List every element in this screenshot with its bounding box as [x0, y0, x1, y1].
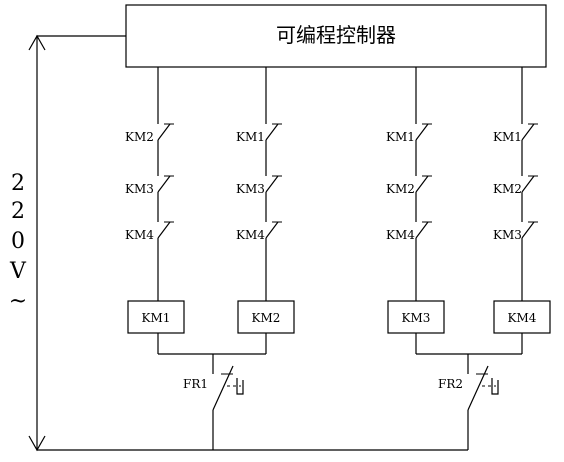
up-arrow-icon — [28, 34, 46, 51]
contact-1-1: KM2 — [125, 67, 174, 144]
contact-4-2: KM2 — [493, 140, 538, 196]
contact-4-1: KM1 — [493, 67, 538, 144]
relay-1: FR1 — [158, 353, 266, 450]
supply-char-2: 2 — [11, 199, 25, 224]
relay-2: FR2 — [416, 353, 522, 450]
contact-blade — [157, 123, 171, 141]
contact-2-3: KM4 — [236, 192, 282, 242]
overload-contact-blade — [467, 365, 489, 411]
thermal-element-icon — [491, 378, 499, 395]
plc-box — [125, 4, 547, 68]
contact-label: KM1 — [493, 130, 522, 144]
coil-label: KM1 — [142, 311, 171, 325]
overload-contact-blade — [212, 365, 234, 411]
thermal-element-icon — [236, 378, 244, 395]
coil-box — [387, 300, 445, 334]
relay-label: FR2 — [438, 377, 463, 391]
contact-blade — [157, 175, 171, 193]
relay-label: FR1 — [183, 377, 208, 391]
contact-3-2: KM2 — [386, 140, 432, 196]
contact-blade — [521, 123, 535, 141]
plc-label: 可编程控制器 — [276, 23, 396, 47]
contact-blade — [265, 221, 279, 239]
contact-blade — [415, 123, 429, 141]
supply-wire — [36, 35, 213, 451]
contact-blade — [265, 123, 279, 141]
contact-1-2: KM3 — [125, 140, 174, 196]
contact-label: KM2 — [125, 130, 154, 144]
supply-char-4: V — [9, 259, 27, 284]
contact-2-1: KM1 — [236, 67, 282, 144]
contact-label: KM3 — [236, 182, 265, 196]
contact-blade — [415, 221, 429, 239]
contact-label: KM1 — [236, 130, 265, 144]
contact-label: KM4 — [236, 228, 265, 242]
contact-4-3: KM3 — [493, 192, 538, 242]
supply-char-5: ~ — [9, 289, 27, 314]
coil-label: KM4 — [508, 311, 537, 325]
contact-1-3: KM4 — [125, 192, 174, 242]
coil-box — [237, 300, 295, 334]
coil-label: KM3 — [402, 311, 431, 325]
down-arrow-icon — [28, 435, 46, 452]
contact-label: KM4 — [125, 228, 154, 242]
contact-blade — [265, 175, 279, 193]
contact-2-2: KM3 — [236, 140, 282, 196]
contact-label: KM1 — [386, 130, 415, 144]
contact-label: KM4 — [386, 228, 415, 242]
contact-blade — [521, 221, 535, 239]
contact-label: KM3 — [493, 228, 522, 242]
contact-label: KM2 — [493, 182, 522, 196]
contact-3-1: KM1 — [386, 67, 432, 144]
contact-blade — [157, 221, 171, 239]
contact-label: KM2 — [386, 182, 415, 196]
contact-label: KM3 — [125, 182, 154, 196]
contact-blade — [415, 175, 429, 193]
coil-box — [127, 300, 185, 334]
contact-3-3: KM4 — [386, 192, 432, 242]
coil-label: KM2 — [252, 311, 281, 325]
supply-char-3: 0 — [11, 229, 25, 254]
supply-line: 2 2 0 V ~ — [9, 34, 468, 452]
plc-controller: 可编程控制器 — [125, 4, 547, 68]
contact-blade — [521, 175, 535, 193]
supply-char-1: 2 — [11, 171, 25, 196]
